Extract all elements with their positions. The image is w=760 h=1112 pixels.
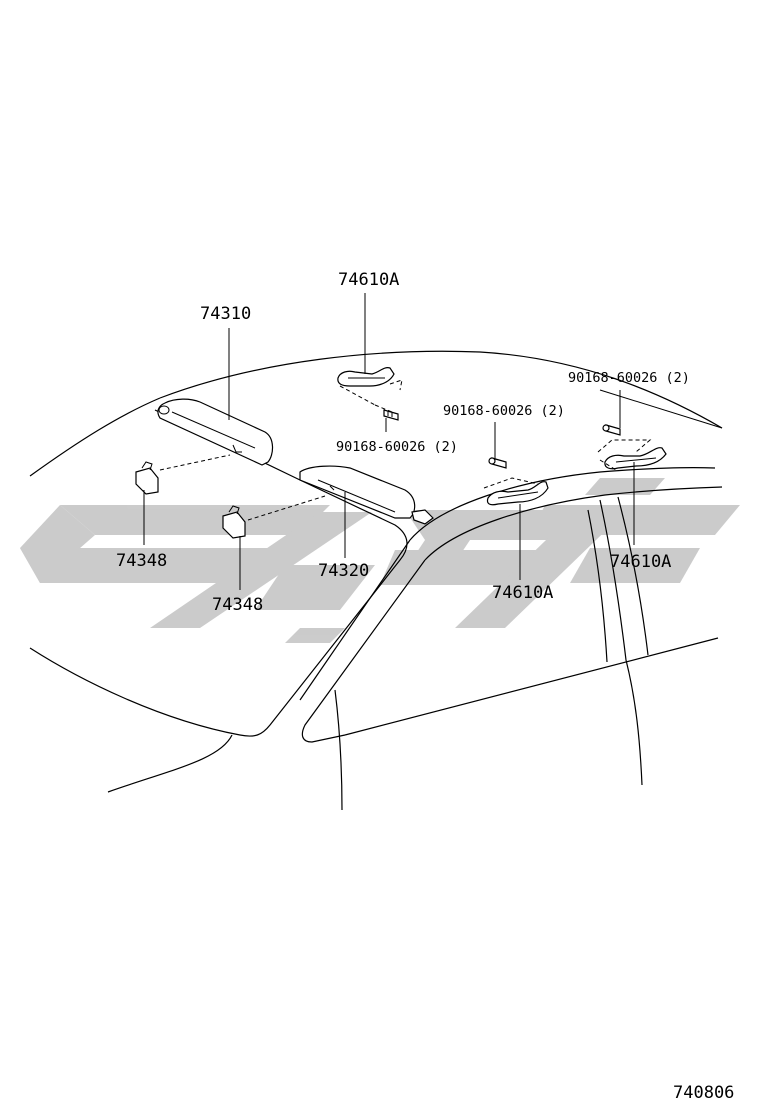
assembly-dashed-lines: [159, 379, 652, 521]
callout-74348-right: 74348: [212, 595, 263, 615]
screw-front: [383, 409, 399, 421]
screw-rear: [602, 424, 621, 436]
callout-74610a-rear: 74610A: [610, 552, 671, 572]
leader-lines: [143, 293, 723, 590]
assist-grip-mid: [486, 481, 549, 506]
callout-74320: 74320: [318, 561, 369, 581]
visor-holder-left: [135, 461, 159, 495]
callout-screw-mid: 90168-60026 (2): [443, 403, 565, 419]
sun-visor-rh: [299, 465, 434, 525]
diagram-id: 740806: [673, 1083, 734, 1103]
callout-74610a-mid: 74610A: [492, 583, 553, 603]
callout-74610a-front: 74610A: [338, 270, 399, 290]
callout-screw-rear: 90168-60026 (2): [568, 370, 690, 386]
assist-grip-front: [337, 367, 395, 387]
callout-74310: 74310: [200, 304, 251, 324]
visor-holder-right: [222, 505, 246, 539]
callout-screw-front: 90168-60026 (2): [336, 439, 458, 455]
screw-mid: [488, 457, 507, 469]
car-body-outline: [29, 350, 723, 811]
assist-grip-rear: [604, 447, 667, 470]
sun-visor-lh: [157, 398, 274, 466]
callout-74348-left: 74348: [116, 551, 167, 571]
watermark-logo: [20, 478, 740, 643]
